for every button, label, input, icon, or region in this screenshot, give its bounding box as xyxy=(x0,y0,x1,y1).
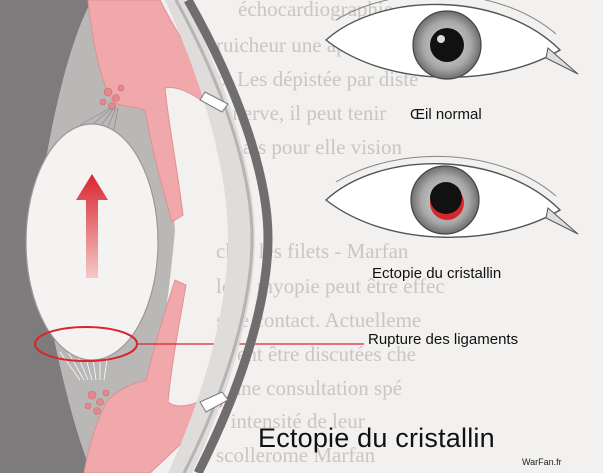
bg-text-line: a intensité de leur xyxy=(216,409,365,433)
normal-pupil-highlight xyxy=(437,35,445,43)
ectopic-eye-label: Ectopie du cristallin xyxy=(372,265,502,282)
bg-text-line: le la myopie peut être effec xyxy=(216,274,445,298)
normal-eye-front xyxy=(324,0,579,80)
cornea-inner-line xyxy=(174,0,254,473)
normal-eye-corner xyxy=(545,47,579,75)
vitreous-body xyxy=(0,0,92,473)
ectopic-pupil xyxy=(430,182,462,214)
ciliary-granules xyxy=(84,84,125,415)
normal-pupil xyxy=(430,28,464,62)
displacement-arrow xyxy=(76,174,108,278)
bg-text-line: dinais pour elle vision xyxy=(216,135,403,159)
sclera-lower-edge xyxy=(199,391,229,413)
watermark: WarFan.fr xyxy=(522,457,562,467)
lower-ciliary-tissue xyxy=(83,279,223,473)
rupture-label: Rupture des ligaments xyxy=(368,331,519,348)
figure-title: Ectopie du cristallin xyxy=(258,423,495,453)
ectopic-eye-upper-crease xyxy=(335,155,557,197)
rupture-highlight-ring xyxy=(34,326,138,362)
bg-text-line: scollerome Marfan xyxy=(216,443,376,467)
bg-text-line: o. Les dépistée par diste xyxy=(216,67,418,91)
bg-text-line: e une consultation spé xyxy=(216,376,402,400)
ectopic-eye-front xyxy=(324,155,579,238)
cornea-outer xyxy=(184,0,273,473)
ectopic-eye-corner xyxy=(545,207,579,235)
sclera-upper-edge xyxy=(199,91,229,113)
normal-eye-label: Œil normal xyxy=(410,106,482,123)
eye-cross-section xyxy=(0,0,364,473)
normal-eye-upper-crease xyxy=(335,0,557,35)
